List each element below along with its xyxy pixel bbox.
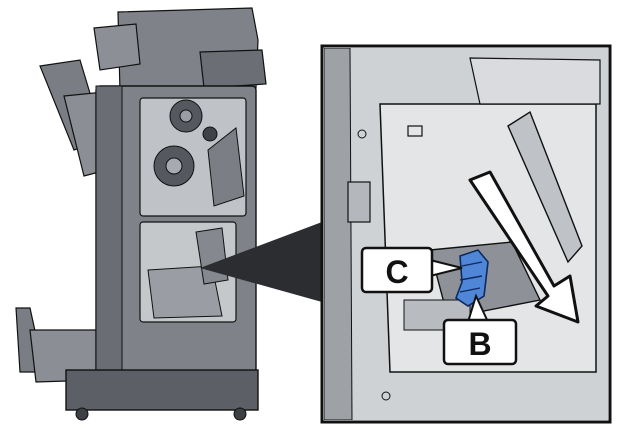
callout-b-label: B bbox=[468, 326, 491, 362]
callout-c-label: C bbox=[385, 254, 408, 290]
zoom-housing-edge bbox=[324, 48, 353, 420]
screw-hole-bottom bbox=[381, 391, 391, 401]
machine-overview bbox=[15, 7, 322, 421]
callout-c: C bbox=[360, 246, 463, 294]
callout-b-box bbox=[442, 318, 518, 366]
caster-wheel-right bbox=[233, 407, 247, 421]
roller-upper-hub bbox=[179, 109, 193, 123]
zoom-blue-lever-ridge-1 bbox=[461, 261, 483, 267]
zoomed-detail: C B bbox=[320, 44, 612, 424]
diagonal-down-right-arrow-icon bbox=[468, 170, 580, 324]
screw-hole-left bbox=[357, 129, 367, 139]
roller-middle-hub bbox=[165, 157, 183, 175]
callout-b: B bbox=[442, 293, 518, 366]
guide-plate-upper bbox=[207, 127, 245, 207]
zoom-blue-lever-ridge-3 bbox=[459, 287, 481, 293]
zoom-cover-panel bbox=[507, 110, 583, 264]
zoom-side-bracket bbox=[347, 181, 371, 223]
zoom-blue-lever-ridge-2 bbox=[459, 275, 483, 281]
machine-base bbox=[65, 369, 259, 411]
machine-side-panel bbox=[95, 85, 123, 409]
zoom-top-plate bbox=[469, 57, 601, 105]
zoom-latch bbox=[407, 125, 423, 137]
caster-wheel-left bbox=[75, 407, 89, 421]
zoom-callout-wedge bbox=[200, 222, 322, 302]
machine-top-tray bbox=[93, 23, 141, 71]
callout-c-box bbox=[360, 246, 434, 294]
roller-small bbox=[202, 126, 218, 142]
machine-feeder bbox=[199, 49, 267, 89]
